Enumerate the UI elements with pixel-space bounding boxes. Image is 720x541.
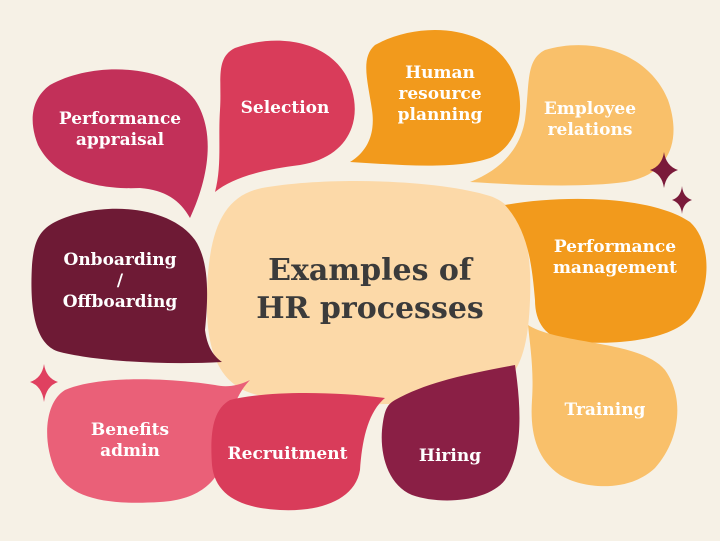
bubble-employee-relations: [470, 45, 674, 186]
center-blob: [206, 181, 531, 405]
bubble-selection: [215, 40, 355, 193]
bubble-performance-appraisal: [32, 69, 208, 218]
bubble-training: [528, 325, 678, 487]
sparkle-icon: [650, 152, 678, 188]
bubble-recruitment: [211, 393, 385, 511]
bubble-hiring: [381, 365, 520, 501]
sparkle-icon: [30, 364, 58, 402]
sparkle-icon: [672, 186, 692, 214]
bubble-human-resource-planning: [350, 30, 521, 166]
bubble-onboarding-offboarding: [31, 208, 223, 364]
bubble-performance-management: [505, 198, 707, 343]
bubble-benefits-admin: [47, 379, 251, 503]
